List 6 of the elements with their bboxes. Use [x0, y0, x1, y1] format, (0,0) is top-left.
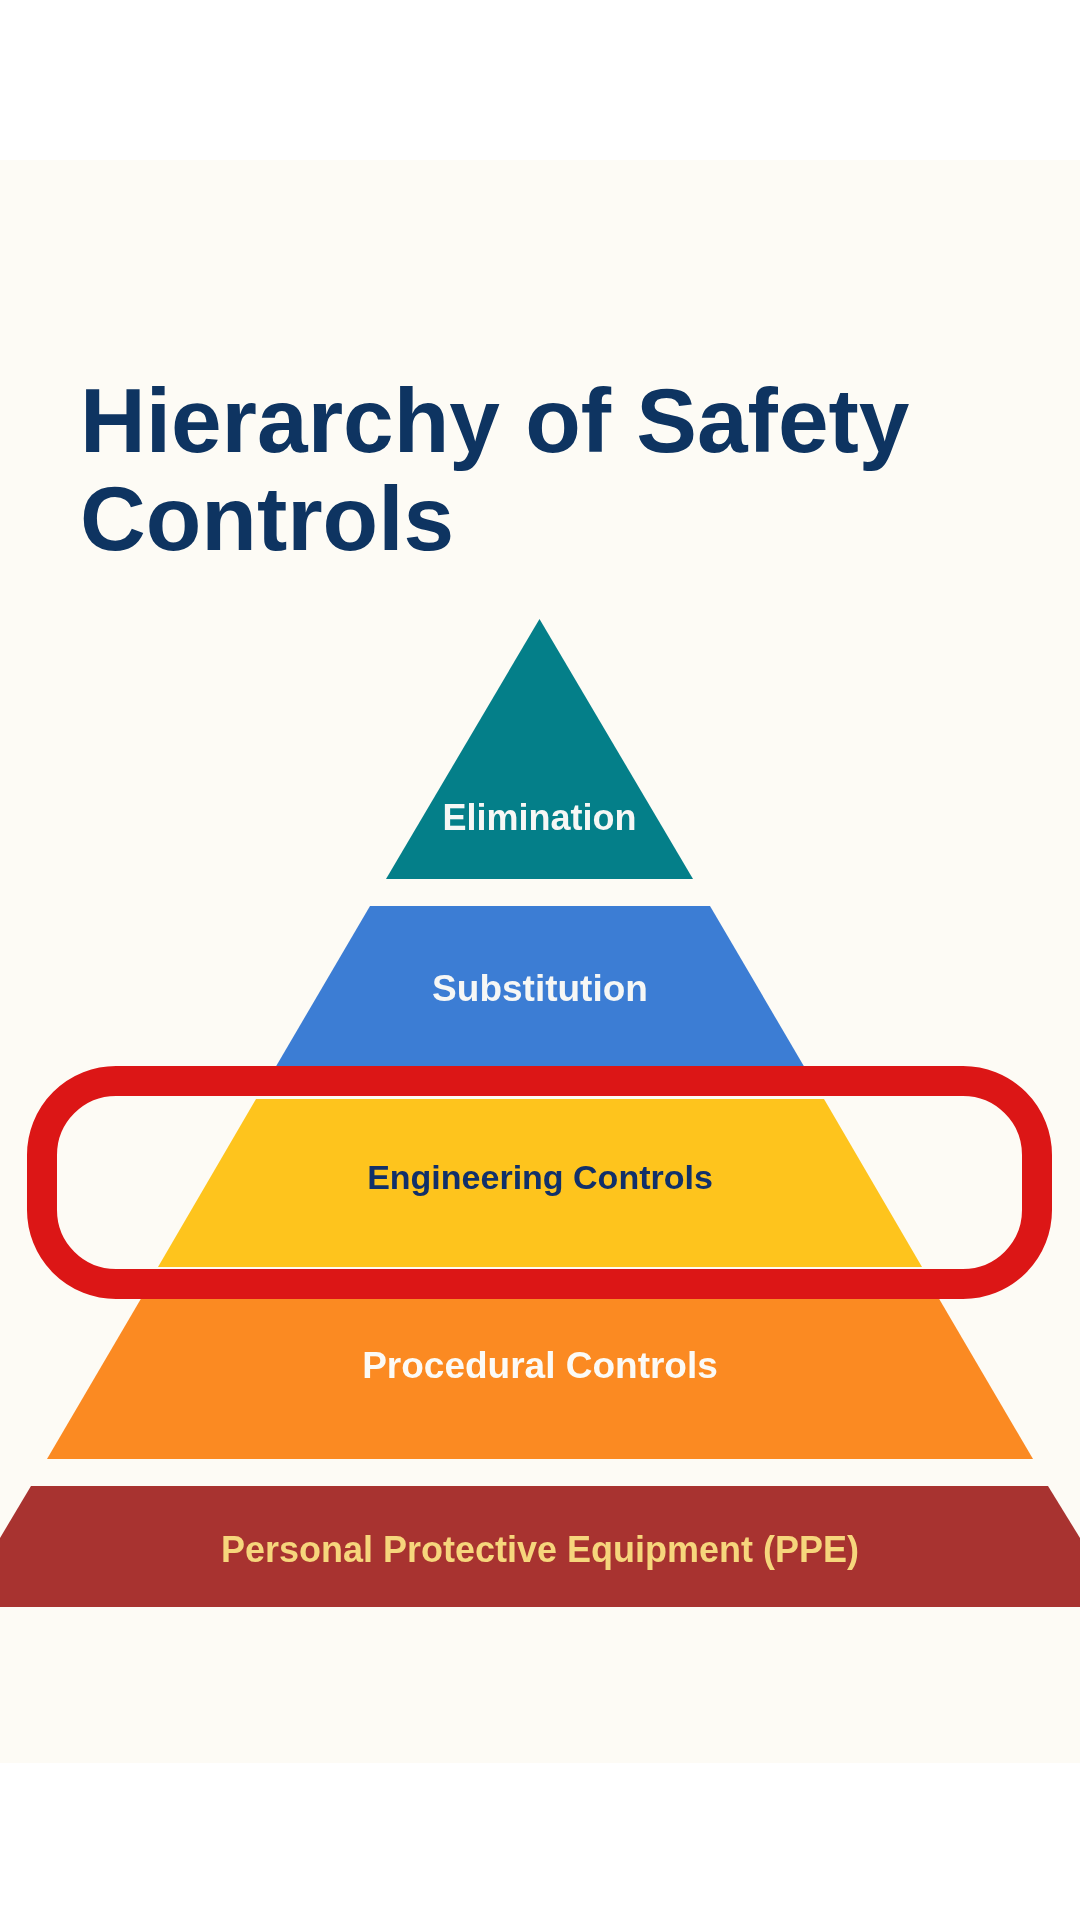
tier-label: Personal Protective Equipment (PPE)	[220, 1530, 860, 1570]
title: Hierarchy of Safety Controls	[80, 372, 911, 568]
tier-label: Procedural Controls	[362, 1345, 718, 1387]
tier-label: Substitution	[432, 968, 648, 1010]
tier-label: Engineering Controls	[367, 1159, 713, 1197]
tier-label: Elimination	[442, 798, 637, 838]
